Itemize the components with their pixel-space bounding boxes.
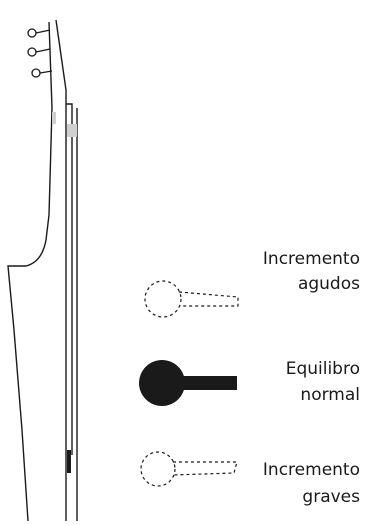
instrument-front-edge bbox=[55, 19, 67, 521]
tuning-peg-icon bbox=[31, 68, 53, 78]
instrument-back-edge bbox=[7, 21, 53, 522]
tuning-peg-icon bbox=[27, 47, 51, 57]
nut-band bbox=[52, 112, 56, 124]
normal-soundpost-icon bbox=[139, 360, 237, 406]
tuning-pegs bbox=[27, 28, 53, 78]
instrument-outline bbox=[7, 19, 78, 522]
treble-label-line2: agudos bbox=[297, 274, 360, 294]
treble-label-line1: Incremento bbox=[262, 249, 360, 269]
fingerboard bbox=[66, 103, 73, 455]
normal-label-line2: normal bbox=[300, 385, 360, 405]
bass-soundpost-icon bbox=[140, 451, 238, 487]
bass-label-line2: graves bbox=[302, 487, 360, 507]
normal-label-line1: Equilibro bbox=[285, 359, 360, 379]
bass-label-line1: Incremento bbox=[262, 460, 360, 480]
fingerboard-band bbox=[67, 124, 77, 137]
bridge-block bbox=[67, 450, 71, 473]
treble-soundpost-icon bbox=[144, 280, 239, 318]
tuning-peg-icon bbox=[27, 28, 51, 38]
